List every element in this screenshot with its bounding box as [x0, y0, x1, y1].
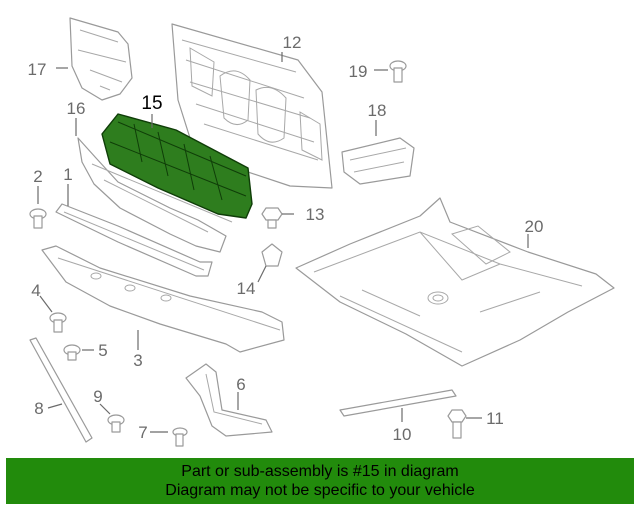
part-10-rod	[339, 389, 457, 417]
part-1-reinforcement	[55, 203, 213, 277]
banner-line-1: Part or sub-assembly is #15 in diagram	[181, 463, 459, 480]
part-8-strut	[29, 337, 93, 443]
callout-14: 14	[237, 279, 256, 298]
fastener-9-rivet	[107, 414, 125, 433]
part-16-bumper-frame	[77, 137, 233, 253]
fastener-13-nut	[261, 207, 283, 229]
part-18-bracket	[341, 137, 415, 185]
fastener-11-bolt	[447, 409, 467, 439]
callout-5: 5	[98, 341, 107, 360]
callout-18: 18	[368, 101, 387, 120]
callout-8: 8	[34, 399, 43, 418]
callout-16: 16	[67, 99, 86, 118]
part-3-deflector	[41, 245, 285, 353]
callout-20: 20	[525, 217, 544, 236]
part-20-underbody-shield	[295, 197, 615, 367]
banner-line-2: Diagram may not be specific to your vehi…	[165, 482, 475, 499]
callout-13: 13	[306, 205, 325, 224]
callout-2: 2	[33, 167, 42, 186]
fastener-19-screw	[389, 60, 407, 83]
callout-12: 12	[283, 33, 302, 52]
callout-11: 11	[486, 409, 504, 428]
info-banner: Part or sub-assembly is #15 in diagram D…	[6, 458, 634, 504]
fastener-7-screw	[172, 427, 188, 447]
callout-3: 3	[133, 351, 142, 370]
callout-4: 4	[31, 281, 40, 300]
callout-9: 9	[93, 387, 102, 406]
fastener-4-clip	[49, 312, 67, 333]
callout-1: 1	[63, 165, 72, 184]
part-17-air-duct	[69, 17, 133, 101]
part-12-grille-shroud	[171, 23, 333, 189]
part-15-highlighted-air-guide	[101, 113, 253, 219]
callout-15-highlighted: 15	[141, 93, 162, 114]
callout-7: 7	[138, 423, 147, 442]
callout-10: 10	[393, 425, 412, 444]
fastener-5-rivet	[63, 344, 81, 361]
callout-19: 19	[349, 62, 368, 81]
part-6-bracket	[185, 363, 273, 437]
fastener-2-clip	[29, 208, 47, 229]
parts-diagram: 17 12 19 15 16 18 2 1 13 20 14 4 5 3 6 8…	[28, 17, 615, 447]
callout-6: 6	[236, 375, 245, 394]
fastener-14-clip	[261, 243, 283, 267]
callout-17: 17	[28, 60, 47, 79]
leader-lines	[37, 52, 529, 433]
